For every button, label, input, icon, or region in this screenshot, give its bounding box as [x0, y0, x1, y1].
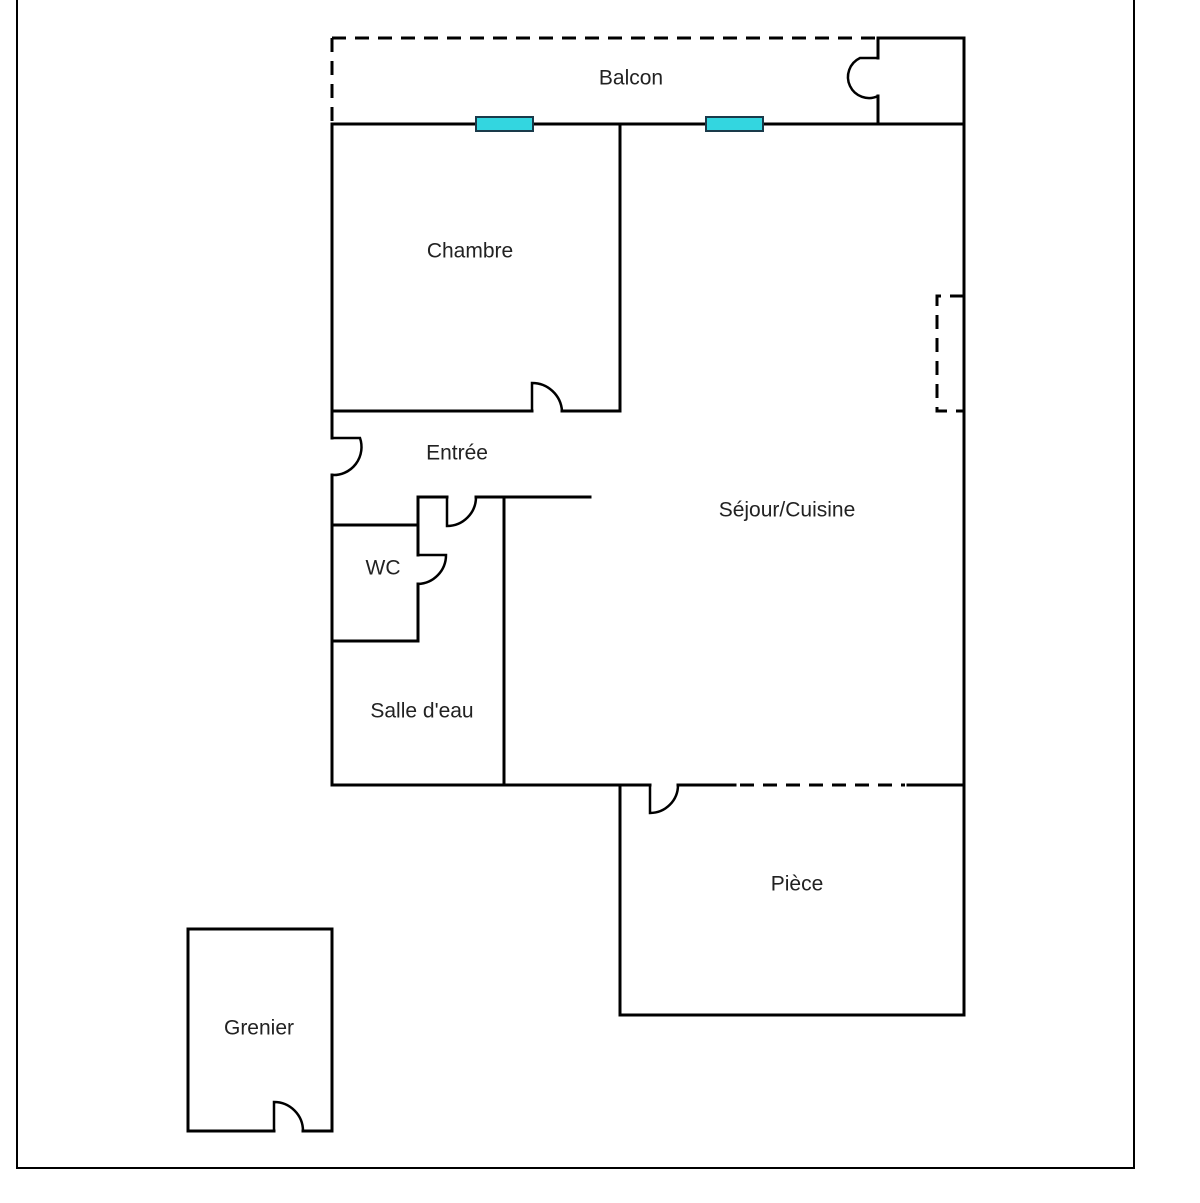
- label-entree: Entrée: [426, 442, 488, 465]
- window-chambre: [475, 116, 534, 132]
- piece-door-swing: [648, 784, 680, 815]
- label-balcon: Balcon: [599, 67, 663, 90]
- wc-door-swing-top: [445, 496, 478, 528]
- chambre-door-swing: [530, 381, 564, 412]
- grenier-room: [186, 927, 334, 1133]
- entrance-door-swing: [331, 436, 363, 477]
- grenier-door-swing: [272, 1100, 305, 1132]
- label-salle-eau: Salle d'eau: [370, 700, 473, 723]
- label-sejour-cuisine: Séjour/Cuisine: [719, 499, 856, 522]
- wc-door-swing-side: [417, 553, 448, 586]
- alcove: [935, 294, 964, 413]
- balcony: [330, 36, 966, 126]
- label-chambre: Chambre: [427, 240, 513, 263]
- label-wc: WC: [366, 557, 401, 580]
- balcony-door-swing: [846, 56, 879, 100]
- label-grenier: Grenier: [224, 1017, 294, 1040]
- image-frame: [16, 0, 1135, 1169]
- label-piece: Pièce: [771, 873, 824, 896]
- window-sejour: [705, 116, 764, 132]
